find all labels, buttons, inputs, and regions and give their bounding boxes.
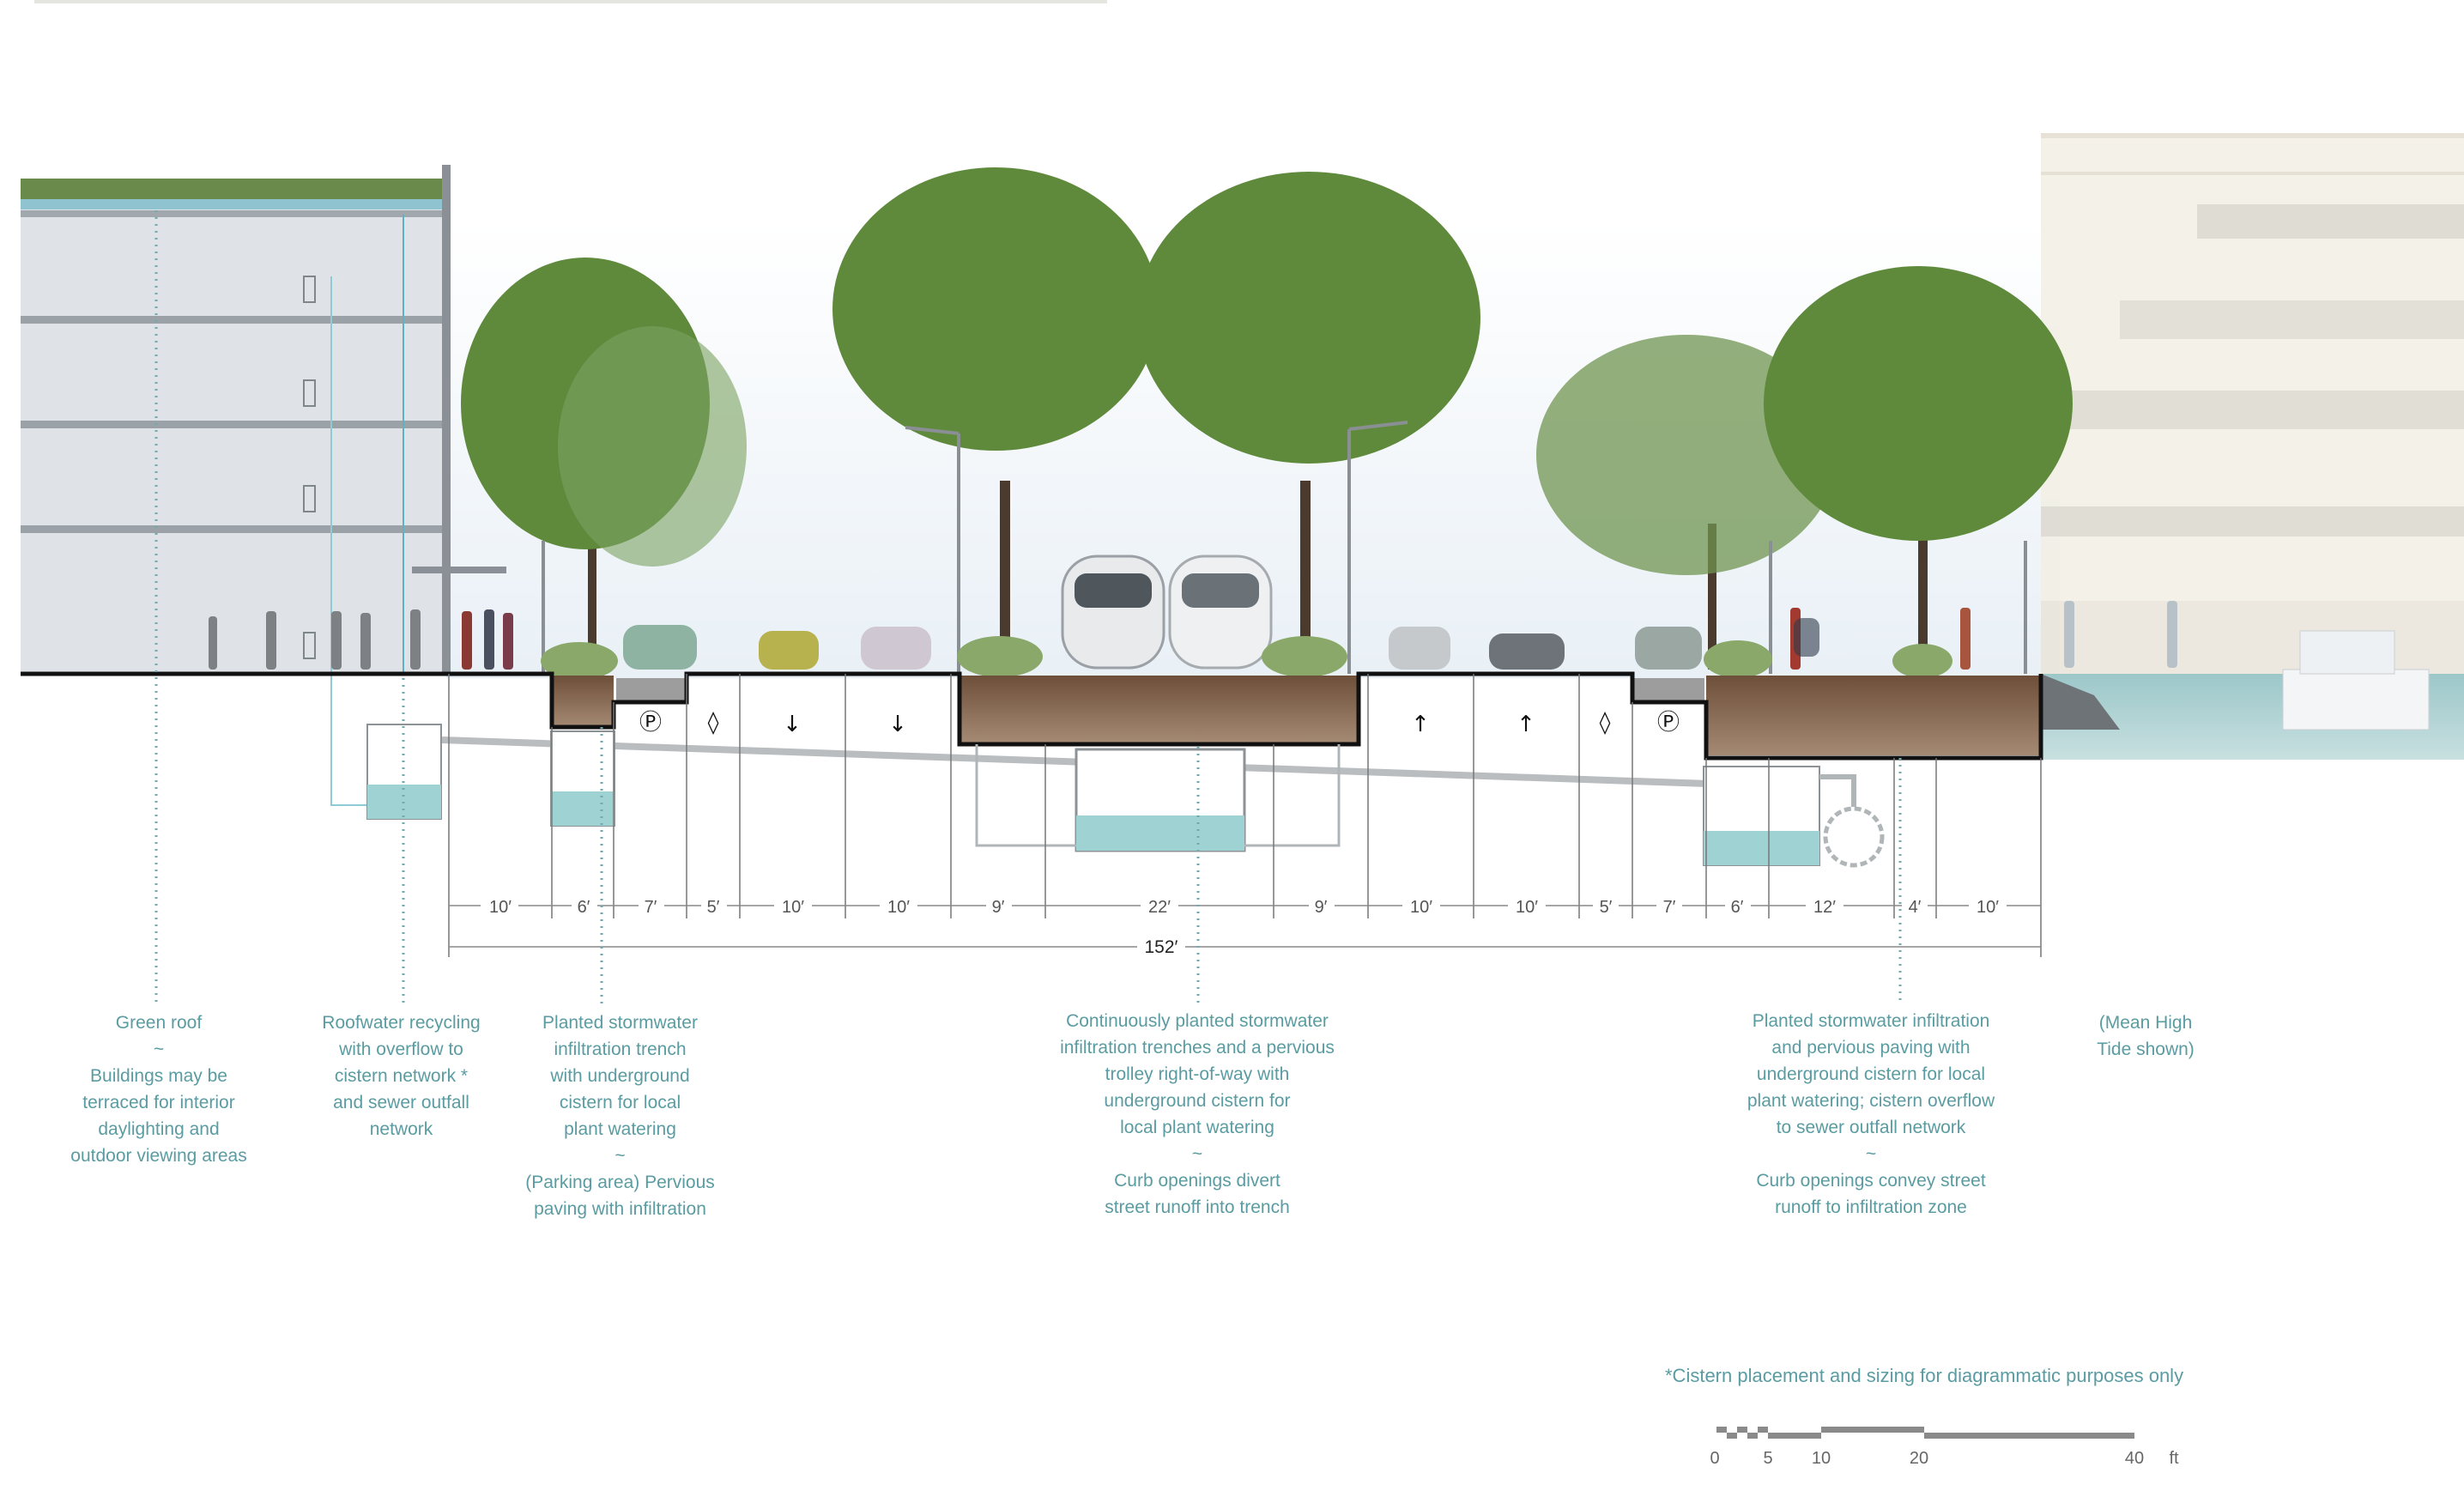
callout-green-roof: Green roof ~ Buildings may be terraced f… bbox=[70, 1013, 247, 1166]
scale-tick: 40 bbox=[2125, 1449, 2144, 1468]
trees bbox=[461, 167, 2073, 670]
cars bbox=[623, 625, 1702, 670]
callout-right-planted: Planted stormwater infiltration and perv… bbox=[1747, 1011, 1995, 1217]
pedestrians bbox=[209, 601, 2177, 670]
planting-tufts bbox=[541, 636, 1952, 680]
scale-bar: 0 5 10 20 40 ft bbox=[1710, 1427, 2179, 1468]
down-arrow-icon: ↓ bbox=[888, 712, 907, 737]
callout-continuous-trench: Continuously planted stormwater infiltra… bbox=[1060, 1011, 1335, 1217]
up-arrow-icon: ↑ bbox=[1411, 712, 1430, 737]
scale-unit: ft bbox=[2169, 1449, 2179, 1468]
dim-label: 7′ bbox=[1663, 898, 1676, 917]
dim-label: 10′ bbox=[1516, 898, 1538, 917]
dim-label: 10′ bbox=[1977, 898, 1999, 917]
soil-trenches bbox=[552, 676, 2041, 755]
dim-label: 6′ bbox=[1731, 898, 1744, 917]
scale-tick: 0 bbox=[1710, 1449, 1719, 1468]
dim-label: 5′ bbox=[1600, 898, 1613, 917]
header-strip bbox=[34, 0, 1107, 3]
dim-label: 4′ bbox=[1909, 898, 1922, 917]
scale-tick: 20 bbox=[1910, 1449, 1928, 1468]
callout-tide: (Mean High Tide shown) bbox=[2097, 1013, 2195, 1059]
lane-dividers bbox=[448, 674, 2042, 957]
dim-label: 22′ bbox=[1148, 898, 1171, 917]
parking-symbol-left: Ⓟ bbox=[639, 710, 662, 736]
bike-symbol-right: ◊ bbox=[1600, 710, 1611, 736]
dim-label: 10′ bbox=[887, 898, 910, 917]
tree-left-a bbox=[461, 258, 747, 670]
callout-roofwater: Roofwater recycling with overflow to cis… bbox=[322, 1013, 481, 1139]
dim-label: 6′ bbox=[578, 898, 590, 917]
dim-label: 10′ bbox=[1410, 898, 1432, 917]
recycling-pipe bbox=[330, 276, 369, 806]
parking-symbol-right: Ⓟ bbox=[1657, 710, 1680, 736]
scale-tick: 10 bbox=[1812, 1449, 1831, 1468]
dim-label: 7′ bbox=[645, 898, 657, 917]
dim-label: 9′ bbox=[992, 898, 1005, 917]
tree-right-a bbox=[1536, 335, 1837, 670]
tree-center-left bbox=[832, 167, 1159, 670]
scale-tick: 5 bbox=[1763, 1449, 1772, 1468]
dim-label: 12′ bbox=[1813, 898, 1836, 917]
bike-symbol-left: ◊ bbox=[708, 710, 719, 736]
cistern-footnote: *Cistern placement and sizing for diagra… bbox=[1665, 1365, 2184, 1386]
left-building bbox=[21, 165, 506, 674]
dim-label: 10′ bbox=[489, 898, 512, 917]
tree-center-right bbox=[1137, 172, 1480, 670]
lane-symbols: Ⓟ ◊ ↓ ↓ ↑ ↑ ◊ Ⓟ bbox=[639, 710, 1680, 737]
total-width-label: 152′ bbox=[1145, 937, 1178, 957]
dim-label: 10′ bbox=[782, 898, 804, 917]
trolleys bbox=[1061, 555, 1273, 670]
down-arrow-icon: ↓ bbox=[783, 712, 802, 737]
up-arrow-icon: ↑ bbox=[1517, 712, 1535, 737]
right-building bbox=[2041, 133, 2464, 674]
riprap bbox=[2041, 674, 2120, 730]
tree-right-b bbox=[1764, 266, 2073, 670]
dimension-labels: 10′ 6′ 7′ 5′ 10′ 10′ 9′ 22′ 9′ 10′ 10′ 5… bbox=[481, 893, 2007, 918]
dim-label: 5′ bbox=[707, 898, 720, 917]
callout-planted-trench: Planted stormwater infiltration trench w… bbox=[525, 1013, 715, 1219]
leader-lines bbox=[154, 210, 1902, 1006]
cisterns bbox=[366, 724, 1885, 868]
boat bbox=[2282, 630, 2430, 730]
ground-line bbox=[21, 671, 2043, 761]
dim-label: 9′ bbox=[1315, 898, 1328, 917]
street-lamps bbox=[542, 421, 2027, 674]
